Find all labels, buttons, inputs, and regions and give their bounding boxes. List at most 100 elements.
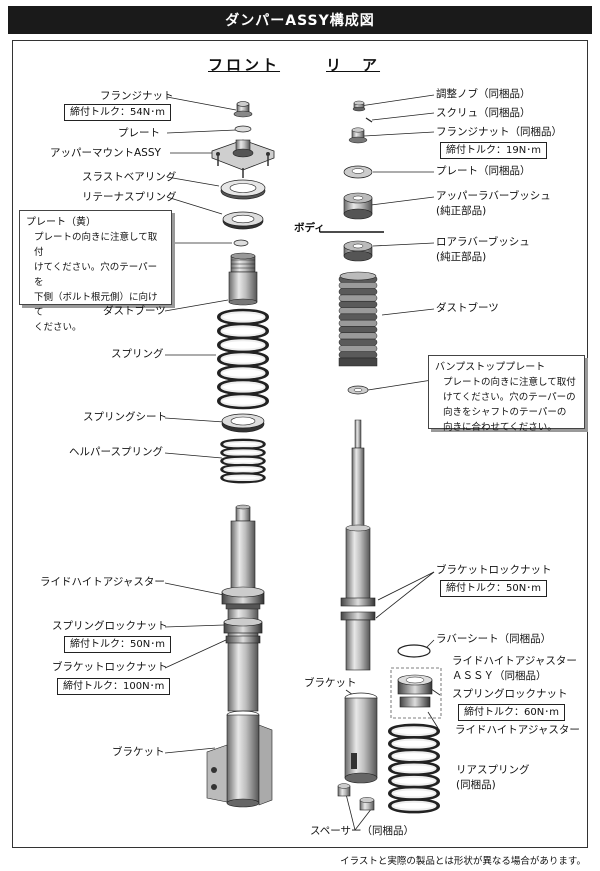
front-helper-spring-label: ヘルパースプリング [69, 446, 163, 458]
rear-spring-lock-nut-torque: 締付トルク：60N･m [458, 704, 565, 721]
front-dust-boot-label: ダストブーツ [103, 305, 166, 317]
rear-dust-boot-fold [338, 326, 378, 334]
helper-spring-coil-highlight [223, 474, 263, 482]
rear-dust-boot-fold [338, 294, 378, 302]
rear-dust-boot-fold [338, 288, 378, 296]
rear-spring-coil-highlight [391, 775, 437, 786]
front-yellow-plate [233, 239, 249, 247]
rear-spacers [337, 783, 375, 811]
rear-dust-boot-fold [338, 313, 378, 321]
helper-spring-coil [220, 472, 266, 484]
front-ride-height-adjuster [221, 586, 265, 610]
front-spring-coil-highlight [220, 381, 266, 393]
front-spring-coil-highlight [220, 367, 266, 379]
rear-dust-boot-fold [338, 282, 378, 289]
rear-rubber-sheet-label: ラバーシート（同梱品） [436, 633, 552, 645]
rear-spring-label: リアスプリング [456, 764, 530, 776]
front-damper-parts [206, 101, 275, 808]
rear-leader-lines [344, 94, 441, 831]
front-spring-lock-nut [223, 617, 263, 634]
rear-screw-label: スクリュ（同梱品） [436, 107, 531, 119]
front-leader-lines [164, 96, 237, 754]
footer-disclaimer: イラストと実際の製品とは形状が異なる場合があります。 [340, 856, 586, 867]
rear-ride-height-adjuster-assy-label: ライドハイトアジャスター [452, 655, 577, 667]
rear-lower-rubber-bush-label: ロアラバーブッシュ [436, 236, 530, 248]
rear-damper-parts [337, 100, 442, 814]
rear-dust-boot-label: ダストブーツ [436, 302, 499, 314]
rear-spring-coil-highlight [391, 800, 437, 811]
front-spring-coil-highlight [220, 311, 266, 323]
front-spring-coil-highlight [220, 353, 266, 365]
rear-ride-height-adjuster-assy [390, 667, 442, 719]
rear-screw [365, 117, 373, 123]
front-spring-label: スプリング [111, 348, 164, 360]
rear-heading: リ ア [326, 56, 381, 74]
rear-lower-rubber-bush-sub: (純正部品) [436, 251, 487, 263]
front-bracket [206, 710, 273, 808]
rear-spring-coil-highlight [391, 763, 437, 774]
rear-spacer-label: スペーサー（同梱品） [310, 825, 415, 837]
rear-dust-boot-base [338, 357, 378, 367]
diagram-frame [12, 40, 588, 848]
helper-spring-coil-highlight [223, 440, 263, 448]
front-flange-nut-torque: 締付トルク：54N･m [64, 104, 171, 121]
rear-dust-boot-fold [338, 332, 378, 340]
front-spring-seat-label: スプリングシート [83, 411, 167, 423]
rear-upper-rubber-bush-label: アッパーラバーブッシュ [436, 190, 551, 202]
front-thrust-bearing [220, 179, 266, 200]
front-bracket-label: ブラケット [112, 746, 165, 758]
front-thrust-bearing-label: スラストベアリング [82, 171, 177, 183]
front-retainer-spring-label: リテーナスプリング [82, 191, 177, 203]
rear-adjust-knob-label: 調整ノブ（同梱品） [436, 88, 531, 100]
front-dust-boot [228, 252, 258, 306]
front-bracket-lock-nut [225, 635, 261, 644]
front-damper-body [227, 504, 259, 712]
rear-dust-boot [338, 271, 378, 367]
diagram-title: ダンパーASSY構成図 [8, 6, 592, 34]
rear-spring-sub: (同梱品) [456, 779, 496, 791]
rear-bracket-lock-nut [340, 597, 376, 621]
rear-bracket [344, 692, 378, 784]
rear-dust-boot-fold [338, 345, 378, 352]
front-spring-coil-highlight [220, 325, 266, 337]
rear-bracket-label: ブラケット [304, 677, 357, 689]
front-spring-lock-nut-torque: 締付トルク：50N･m [64, 636, 171, 653]
rear-spring [388, 723, 440, 814]
plate-note-title: プレート（黄） [26, 217, 96, 228]
front-spring-seat [221, 413, 265, 433]
bump-stop-note-title: バンプストッププレート [435, 362, 546, 373]
plate-note: プレート（黄） プレートの向きに注意して取付 けてください。穴のテーパーを 下側… [19, 210, 172, 333]
rear-dust-boot-fold [338, 300, 378, 308]
front-spring-lock-nut-label: スプリングロックナット [52, 620, 168, 632]
body-label: ボディ [294, 222, 325, 234]
rear-spring-coil-highlight [391, 751, 437, 762]
rear-flange-nut-label: フランジナット（同梱品） [436, 126, 562, 138]
rear-dust-boot-fold [338, 319, 378, 327]
rear-dust-boot-fold [338, 351, 378, 359]
front-spring-coil [217, 392, 269, 410]
front-plate-label: プレート [118, 127, 160, 139]
front-bracket-lock-nut-torque: 締付トルク：100N･m [57, 678, 171, 695]
bump-stop-note-body: プレートの向きに注意して取付 けてください。穴のテーパーの 向きをシャフトのテー… [443, 377, 576, 433]
front-spring-coil-highlight [220, 339, 266, 351]
front-spring [217, 308, 269, 410]
plate-note-body: プレートの向きに注意して取付 けてください。穴のテーパーを 下側（ボルト根元側）… [34, 232, 158, 333]
rear-ride-height-adjuster-label: ライドハイトアジャスター [455, 724, 580, 736]
front-helper-spring [220, 438, 266, 484]
rear-dust-boot-top [339, 271, 377, 281]
rear-flange-nut [348, 127, 368, 144]
front-plate [234, 125, 252, 133]
rear-lower-rubber-bush [343, 240, 373, 262]
rear-adjust-knob [352, 100, 366, 112]
front-upper-mount-label: アッパーマウントASSY [50, 147, 161, 159]
rear-spring-coil-highlight [391, 726, 437, 737]
rear-bracket-lock-nut-label: ブラケットロックナット [436, 564, 552, 576]
rear-spring-coil-highlight [391, 738, 437, 749]
rear-plate [343, 165, 373, 179]
front-retainer-spring [222, 211, 264, 230]
rear-upper-rubber-bush [343, 192, 373, 220]
rear-dust-boot-fold [338, 307, 378, 315]
helper-spring-coil-highlight [223, 449, 263, 456]
rear-damper-body [345, 419, 371, 601]
